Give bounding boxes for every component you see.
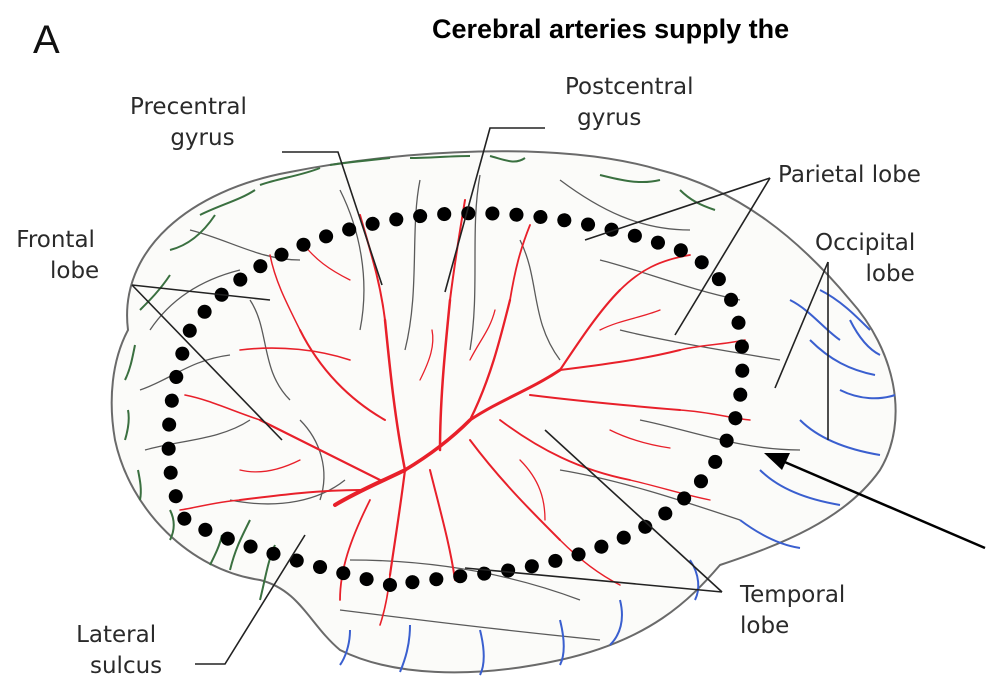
label-temporal-lobe: Temporal lobe [740,580,845,642]
label-line: lobe [12,256,99,287]
label-line: sulcus [70,651,162,682]
label-line: Precentral [130,92,247,123]
label-parietal-lobe: Parietal lobe [778,160,921,191]
slide-title: Cerebral arteries supply the [432,14,789,45]
label-line: Temporal [740,580,845,611]
panel-letter: A [33,18,60,63]
label-line: Occipital [815,228,915,259]
label-line: Parietal lobe [778,160,921,191]
label-line: Postcentral [565,72,693,103]
label-occipital-lobe: Occipital lobe [815,228,915,290]
label-line: lobe [815,259,915,290]
label-postcentral-gyrus: Postcentral gyrus [565,72,693,134]
label-lateral-sulcus: Lateral sulcus [70,620,162,682]
label-frontal-lobe: Frontal lobe [12,225,99,287]
label-precentral-gyrus: Precentral gyrus [130,92,247,154]
label-line: gyrus [565,103,693,134]
label-line: lobe [740,611,845,642]
label-line: gyrus [130,123,247,154]
label-line: Frontal [12,225,99,256]
label-line: Lateral [70,620,162,651]
